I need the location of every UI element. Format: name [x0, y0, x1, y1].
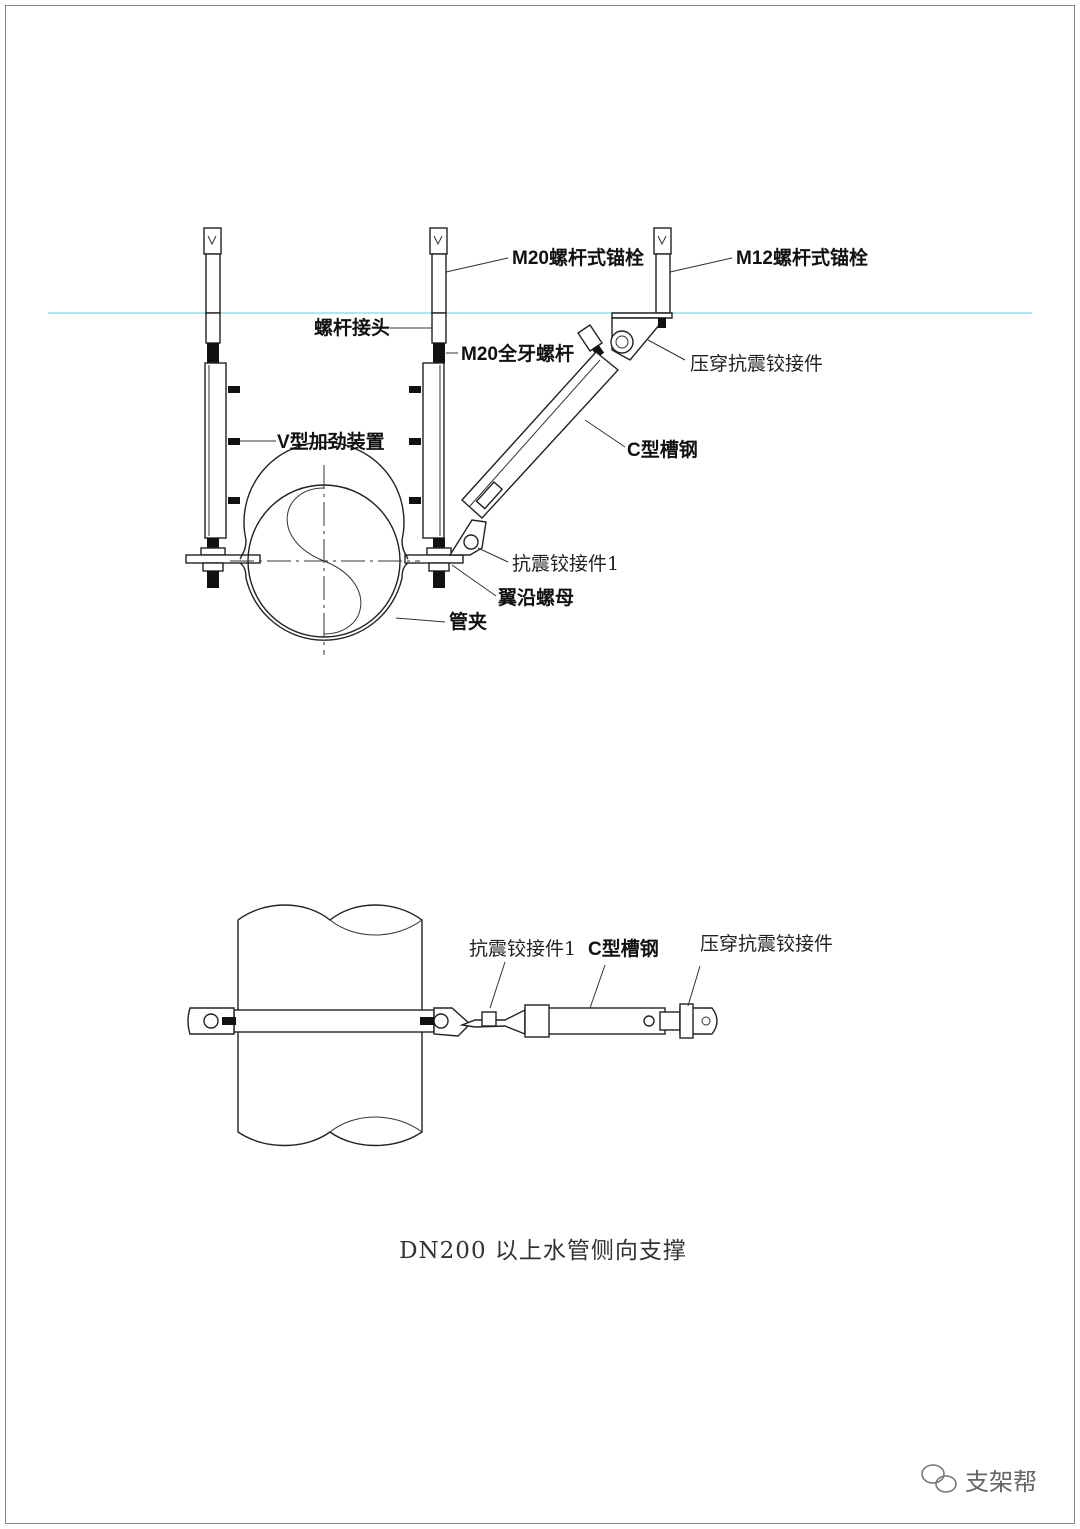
plan-label-c-channel: C型槽钢 [588, 937, 659, 960]
label-rod-coupler: 螺杆接头 [314, 316, 390, 339]
label-seismic-hinge-1: 抗震铰接件1 [512, 553, 619, 575]
hanger-middle [404, 227, 464, 588]
plan-view [187, 904, 718, 1147]
wechat-icon [921, 1464, 957, 1493]
label-c-channel: C型槽钢 [627, 438, 698, 461]
pipe-section [230, 441, 420, 655]
label-m20-anchor: M20螺杆式锚栓 [512, 246, 644, 269]
hanger-left [185, 227, 261, 588]
drawing-frame [5, 5, 1075, 1524]
leader-lines [240, 257, 733, 623]
c-channel-diagonal [461, 351, 620, 519]
label-m20-threaded-rod: M20全牙螺杆 [461, 342, 574, 365]
plan-label-seismic-hinge-1: 抗震铰接件1 [469, 938, 576, 960]
drawing-title: DN200 以上水管侧向支撑 [399, 1238, 687, 1264]
watermark-text: 支架帮 [965, 1468, 1037, 1496]
label-flange-nut: 翼沿螺母 [497, 587, 574, 609]
plan-leader-lines [489, 961, 701, 1009]
plan-label-press-hinge: 压穿抗震铰接件 [700, 933, 833, 955]
label-pipe-clamp: 管夹 [449, 610, 487, 633]
label-v-stiffener: V型加劲装置 [277, 430, 385, 453]
seismic-hinge-1 [448, 519, 487, 556]
label-press-hinge: 压穿抗震铰接件 [690, 353, 823, 375]
label-m12-anchor: M12螺杆式锚栓 [736, 246, 868, 269]
press-hinge-assembly [577, 227, 673, 361]
